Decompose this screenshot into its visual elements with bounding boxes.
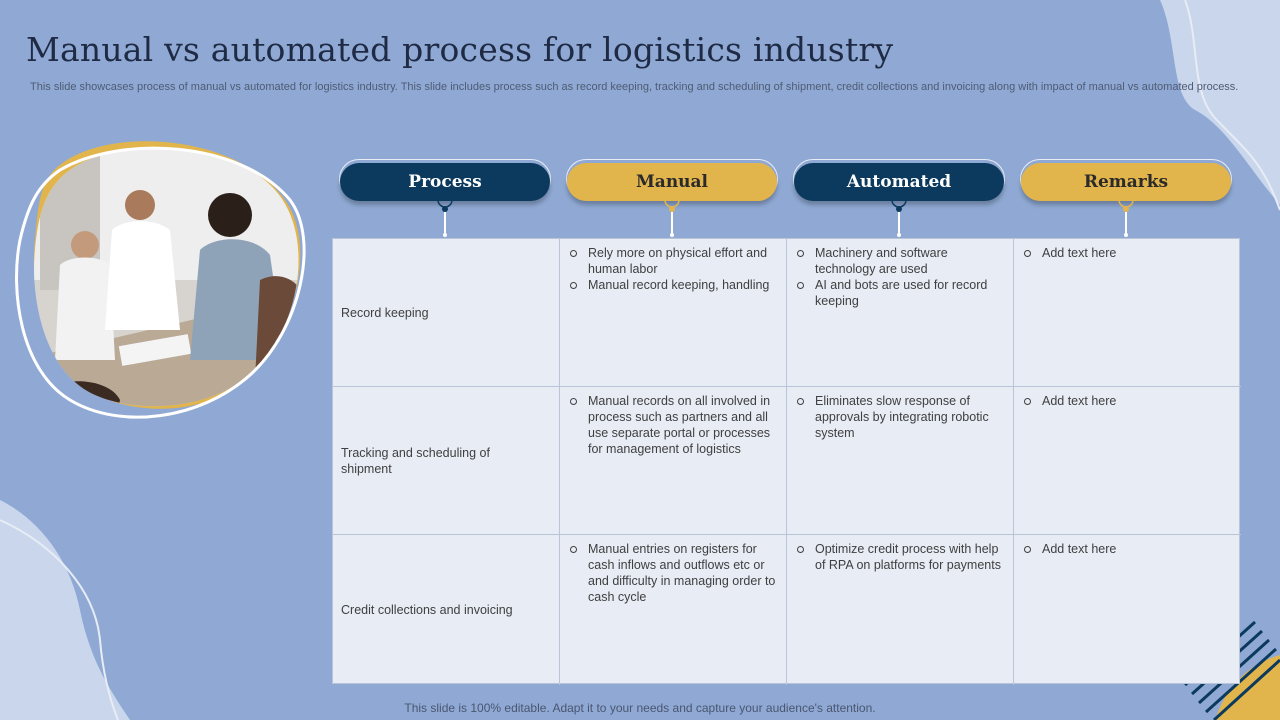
footer-note: This slide is 100% editable. Adapt it to… [404,701,876,715]
list-item: Manual record keeping, handling [570,277,778,293]
remarks-cell: Add text here [1014,239,1241,387]
list-item: Machinery and software technology are us… [797,245,1005,277]
list-item: Optimize credit process with help of RPA… [797,541,1005,573]
automated-cell: Optimize credit process with help of RPA… [787,535,1014,685]
process-header: Process [340,163,550,201]
process-cell: Tracking and scheduling of shipment [333,387,560,535]
manual-connector [664,199,680,237]
process-cell: Record keeping [333,239,560,387]
process-cell: Credit collections and invoicing [333,535,560,685]
remarks-connector [1118,199,1134,237]
process-label: Record keeping [341,305,429,320]
list-item: AI and bots are used for record keeping [797,277,1005,309]
remarks-header: Remarks [1021,163,1231,201]
manual-header: Manual [567,163,777,201]
list-item: Eliminates slow response of approvals by… [797,393,1005,441]
process-label: Credit collections and invoicing [341,603,513,617]
manual-cell: Manual entries on registers for cash inf… [560,535,787,685]
remarks-cell: Add text here [1014,535,1241,685]
comparison-table: Record keeping Rely more on physical eff… [332,238,1241,685]
list-item: Rely more on physical effort and human l… [570,245,778,277]
remarks-cell: Add text here [1014,387,1241,535]
automated-cell: Machinery and software technology are us… [787,239,1014,387]
process-label: Tracking and scheduling of shipment [341,445,490,476]
list-item: Add text here [1024,393,1233,409]
team-photo [0,130,320,450]
automated-header: Automated [794,163,1004,201]
list-item: Manual records on all involved in proces… [570,393,778,457]
slide-description: This slide showcases process of manual v… [30,81,1239,93]
automated-cell: Eliminates slow response of approvals by… [787,387,1014,535]
list-item: Manual entries on registers for cash inf… [570,541,778,605]
manual-cell: Manual records on all involved in proces… [560,387,787,535]
list-item: Add text here [1024,541,1233,557]
list-item: Add text here [1024,245,1233,261]
page-title: Manual vs automated process for logistic… [26,30,894,69]
manual-cell: Rely more on physical effort and human l… [560,239,787,387]
process-connector [437,199,453,237]
automated-connector [891,199,907,237]
